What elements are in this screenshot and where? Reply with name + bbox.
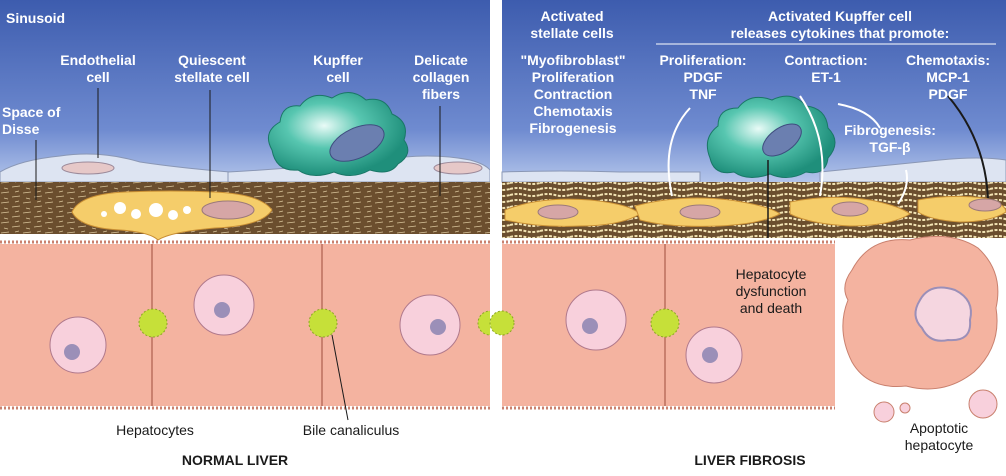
lipid-droplet — [131, 209, 141, 219]
cytokine-arrow — [799, 95, 824, 197]
sinusoid-label: Sinusoid — [6, 10, 66, 26]
lipid-droplet — [183, 206, 191, 214]
normal-liver-panel — [0, 0, 503, 421]
proliferation-label: Proliferation: PDGF TNF — [659, 52, 747, 102]
fibrogenesis-label: Fibrogenesis: TGF-β — [844, 122, 936, 155]
kupffer-cell — [267, 92, 409, 176]
cytokine-arrow — [837, 103, 881, 129]
endothelial-nucleus — [433, 161, 483, 175]
lipid-droplet — [168, 210, 178, 220]
lipid-droplet — [114, 202, 126, 214]
myofibroblast-label: "Myofibroblast" Proliferation Contractio… — [520, 52, 626, 136]
collagen-fibers-label: Delicate collagen fibers — [412, 52, 470, 102]
liver-fibrosis-title: LIVER FIBROSIS — [694, 452, 806, 468]
apoptotic-hepatocyte-label: Apoptotic hepatocyte — [904, 420, 974, 453]
bile-canaliculus — [138, 308, 168, 338]
hepatocytes-label: Hepatocytes — [116, 422, 194, 438]
endothelial-nucleus — [61, 161, 115, 175]
leader-line — [331, 334, 349, 421]
normal-liver-title: NORMAL LIVER — [181, 452, 289, 468]
cytokine-arrow — [667, 107, 691, 197]
cytokine-arrow — [897, 169, 908, 205]
contraction-label: Contraction: ET-1 — [784, 52, 868, 85]
lipid-droplet — [101, 211, 107, 217]
stellate-nucleus — [201, 200, 255, 220]
kupffer-header-label: Activated Kupffer cell releases cytokine… — [730, 8, 950, 41]
chemotaxis-arrow — [947, 95, 989, 199]
lipid-droplet — [149, 203, 163, 217]
endothelial-cell — [501, 170, 701, 183]
nucleolus — [64, 344, 80, 360]
kupffer-cell-label: Kupffer cell — [313, 52, 363, 85]
liver-fibrosis-panel — [489, 0, 1006, 423]
hepatocyte-nucleus — [49, 316, 107, 374]
hepatocyte-nucleus — [399, 294, 461, 356]
bile-canaliculus — [308, 308, 338, 338]
kupffer-nucleus — [329, 124, 385, 162]
panel-divider — [490, 0, 502, 476]
activated-stellate-label: Activated stellate cells — [530, 8, 614, 41]
chemotaxis-label: Chemotaxis: MCP-1 PDGF — [905, 52, 991, 102]
hepatocyte-dysfunction-label: Hepatocyte dysfunction and death — [735, 266, 807, 316]
endothelial-cell — [819, 157, 1006, 183]
nucleolus — [430, 319, 446, 335]
endothelial-cell — [0, 153, 231, 183]
bile-canaliculus-label: Bile canaliculus — [302, 422, 400, 438]
quiescent-stellate-label: Quiescent stellate cell — [174, 52, 250, 85]
endothelial-cell-label: Endothelial cell — [60, 52, 136, 85]
nucleolus — [214, 302, 230, 318]
space-of-disse-label: Space of Disse — [2, 104, 61, 137]
